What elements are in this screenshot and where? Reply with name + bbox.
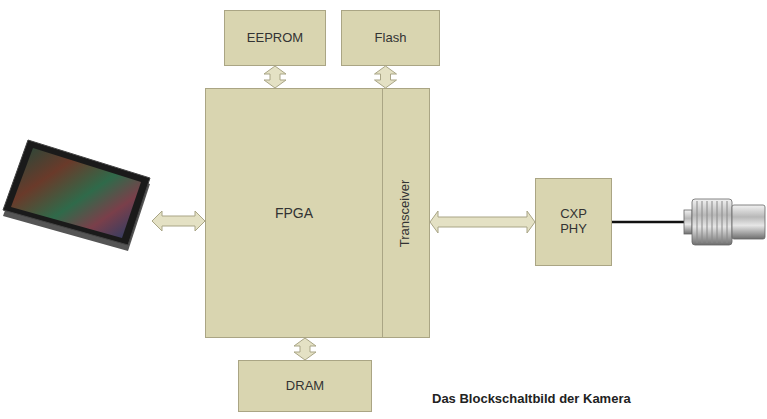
phy-box: CXP PHY (535, 178, 612, 266)
bus-arrow (430, 211, 535, 233)
node-label: Transceiver (399, 179, 414, 246)
sensor-arrow (152, 211, 205, 231)
transceiver-block: Transceiver (382, 88, 430, 338)
node-label: Flash (375, 31, 407, 46)
node-label: CXP PHY (554, 207, 594, 237)
fpga-box: FPGA Transceiver (205, 88, 430, 338)
coax-cable (612, 199, 765, 245)
image-sensor (3, 140, 150, 251)
node-label: FPGA (275, 205, 313, 221)
node-label: EEPROM (247, 31, 303, 46)
memory-box: DRAM (238, 360, 372, 412)
figure-caption: Das Blockschaltbild der Kamera (432, 391, 631, 406)
node-label: DRAM (286, 379, 324, 394)
memory-box: Flash (341, 10, 440, 66)
bus-arrow (294, 338, 316, 360)
bus-arrow (264, 66, 286, 88)
bus-arrow (375, 66, 397, 88)
memory-box: EEPROM (224, 10, 326, 66)
